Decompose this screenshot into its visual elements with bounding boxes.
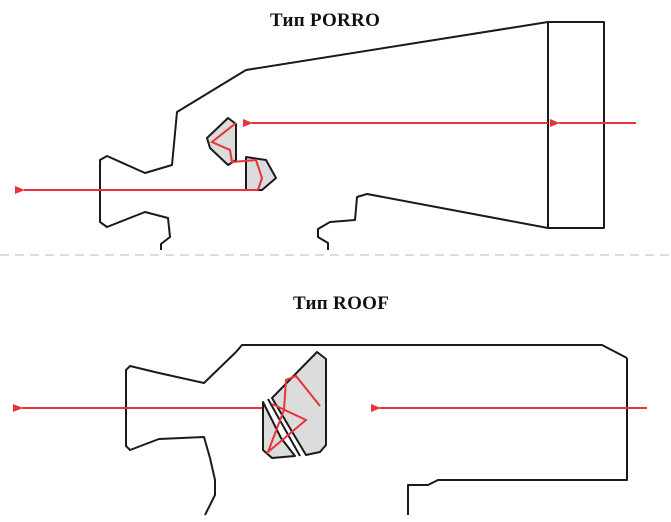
porro-objective-lens	[547, 21, 605, 229]
roof-diagram	[125, 344, 628, 516]
roof-housing-top	[125, 344, 628, 516]
porro-diagram	[99, 21, 605, 250]
roof-prism-gap	[267, 398, 301, 457]
roof-internal-ray	[265, 374, 321, 456]
roof-housing-outline	[407, 358, 628, 515]
porro-title: Тип PORRO	[270, 10, 381, 31]
porro-lower-body-outline	[317, 193, 549, 250]
porro-prisms	[206, 117, 277, 191]
porro-internal-ray	[210, 122, 264, 191]
roof-title: Тип ROOF	[293, 293, 390, 314]
roof-prism-upper	[271, 351, 327, 456]
